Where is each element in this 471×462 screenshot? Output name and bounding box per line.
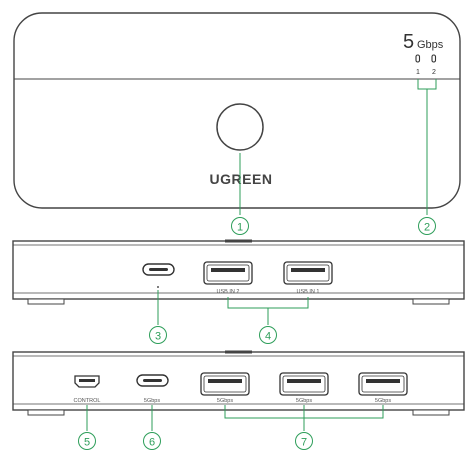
speed-unit: Gbps — [417, 39, 444, 51]
front-port-label-usb-a-2: 5Gbps — [296, 398, 312, 404]
callout-4-icon — [259, 326, 277, 344]
callout-3-icon — [149, 326, 167, 344]
brand-logo: UGREEN — [210, 171, 273, 187]
callout-5: 5 — [84, 437, 90, 449]
led-label-1: 1 — [416, 69, 420, 76]
led-label-2: 2 — [432, 69, 436, 76]
usb-a-port-inner — [286, 264, 330, 282]
round-button-icon[interactable] — [216, 103, 264, 151]
callout-7-icon — [295, 432, 313, 450]
callout-5-icon — [78, 432, 96, 450]
top-view: 5 Gbps 1 2 UGREEN — [13, 12, 461, 209]
usb-a-port-tongue — [287, 379, 321, 383]
usb-c-port-tongue — [149, 268, 168, 271]
front-port-label-usb-a-3: 5Gbps — [375, 398, 391, 404]
usb-a-port-inner — [361, 375, 405, 393]
usb-a-port-tongue — [291, 268, 325, 272]
front-port-label-control: CONTROL — [74, 398, 101, 404]
front-port-label-usb-a-1: 5Gbps — [217, 398, 233, 404]
usb-a-port-inner — [203, 375, 247, 393]
callout-6: 6 — [149, 437, 155, 449]
mini-usb-port-tongue — [79, 379, 95, 382]
led-dot-icon — [157, 286, 159, 288]
usb-a-port-tongue — [208, 379, 242, 383]
usb-a-port-inner — [282, 375, 326, 393]
callout-6-icon — [143, 432, 161, 450]
usb-c-port-tongue — [143, 379, 162, 382]
front-port-label-usb-c: 5Gbps — [144, 398, 160, 404]
speed-number: 5 — [403, 31, 414, 53]
front-foot-left — [27, 409, 65, 416]
callout-1-icon — [231, 217, 249, 235]
led-indicator-icon — [415, 54, 421, 63]
usb-a-port-inner — [206, 264, 250, 282]
rear-foot-right — [412, 298, 450, 305]
rear-view: USB IN 2 USB IN 1 — [12, 239, 465, 305]
callout-3: 3 — [155, 331, 161, 343]
rear-port-label-usb-in-1: USB IN 1 — [297, 289, 320, 295]
callout-4: 4 — [265, 331, 271, 343]
led-indicator-icon — [431, 54, 437, 63]
rear-port-label-usb-in-2: USB IN 2 — [217, 289, 240, 295]
callout-7: 7 — [301, 437, 307, 449]
callout-2: 2 — [424, 222, 430, 234]
front-foot-right — [412, 409, 450, 416]
callout-1: 1 — [237, 222, 243, 234]
usb-a-port-tongue — [366, 379, 400, 383]
rear-foot-left — [27, 298, 65, 305]
front-view: CONTROL 5Gbps 5Gbps 5Gbps 5Gbps — [12, 350, 465, 416]
usb-a-port-tongue — [211, 268, 245, 272]
callout-2-icon — [418, 217, 436, 235]
